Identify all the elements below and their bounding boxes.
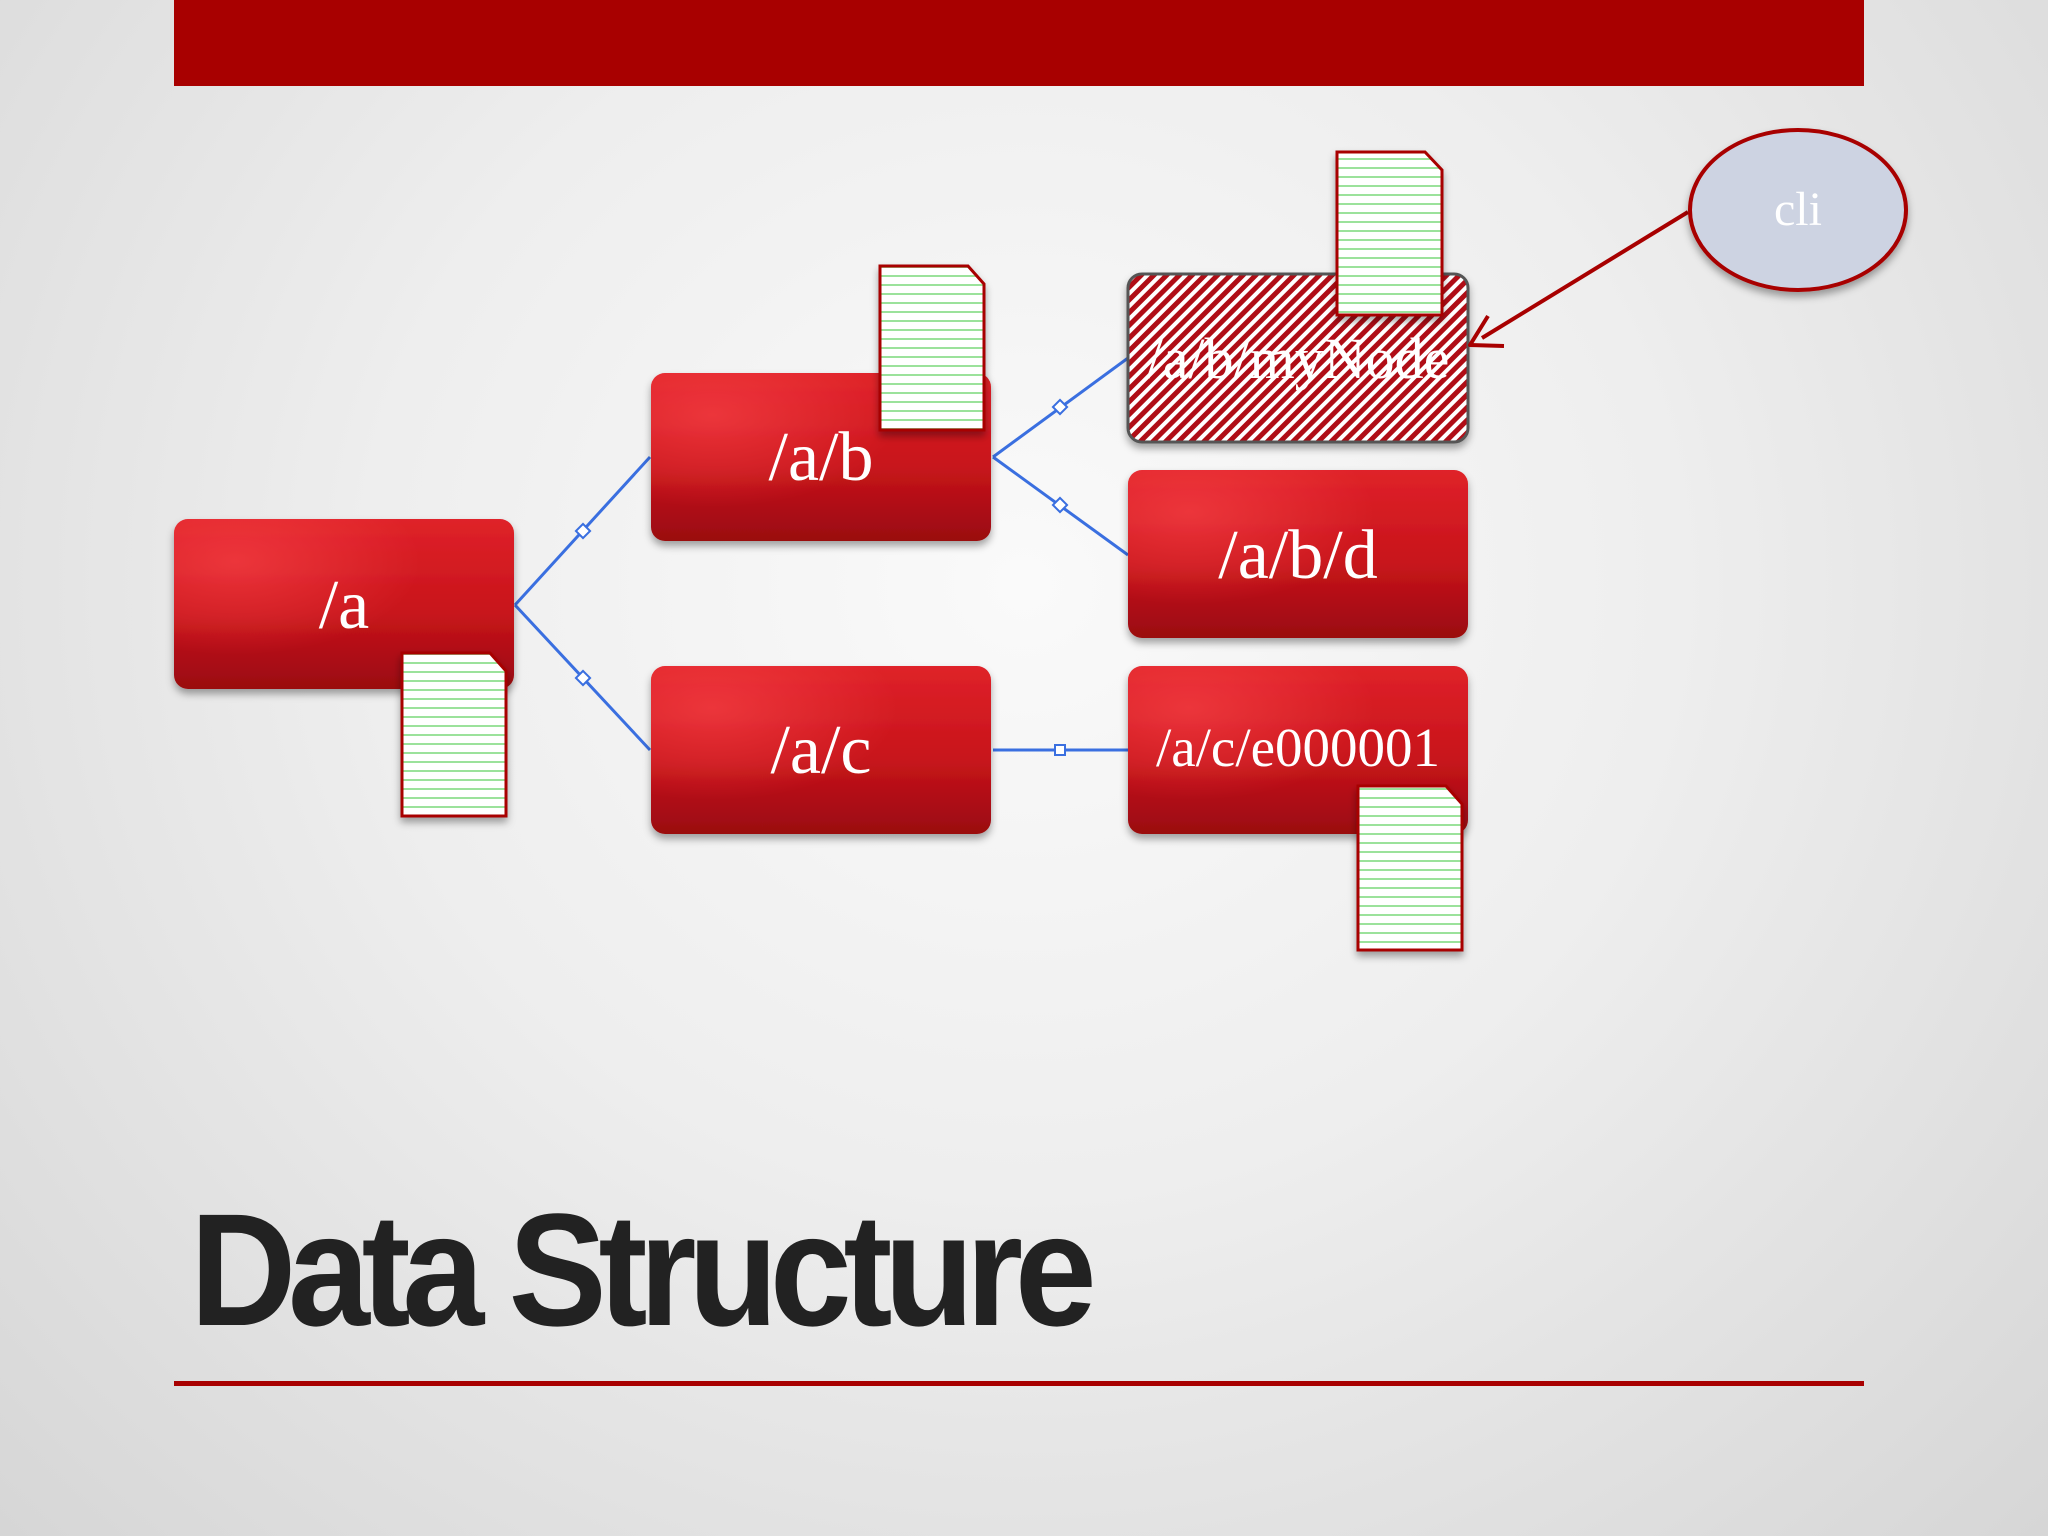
client-label: cli [1774,183,1822,236]
client-arrow [1468,210,1690,348]
edge-marker [1054,744,1066,756]
edge-marker [574,522,592,540]
client-node[interactable]: cli [1688,128,1908,292]
slide-title: Data Structure [190,1180,1097,1359]
node-a-label: /a [319,567,370,644]
node-a-c-label: /a/c [770,712,871,789]
top-accent-bar [174,0,1864,86]
document-icon [1356,784,1464,952]
edge-marker [1051,496,1069,514]
node-a-b-d-label: /a/b/d [1218,517,1377,594]
node-a-b-label: /a/b [769,419,874,496]
edge-markers [574,398,1069,756]
node-a-b-mynode[interactable]: /a/b/myNode [1126,272,1470,444]
node-a[interactable]: /a [174,519,514,689]
document-icon [1335,150,1444,317]
title-underline [174,1381,1864,1386]
node-a-c[interactable]: /a/c [651,666,991,834]
node-a-b-d[interactable]: /a/b/d [1128,470,1468,638]
edge-marker [574,669,592,687]
document-icon [400,651,508,818]
node-a-c-e000001-label: /a/c/e000001 [1156,717,1440,778]
document-icon [878,264,986,432]
edge-marker [1051,398,1069,416]
node-a-b-mynode-label: /a/b/myNode [1147,326,1450,391]
